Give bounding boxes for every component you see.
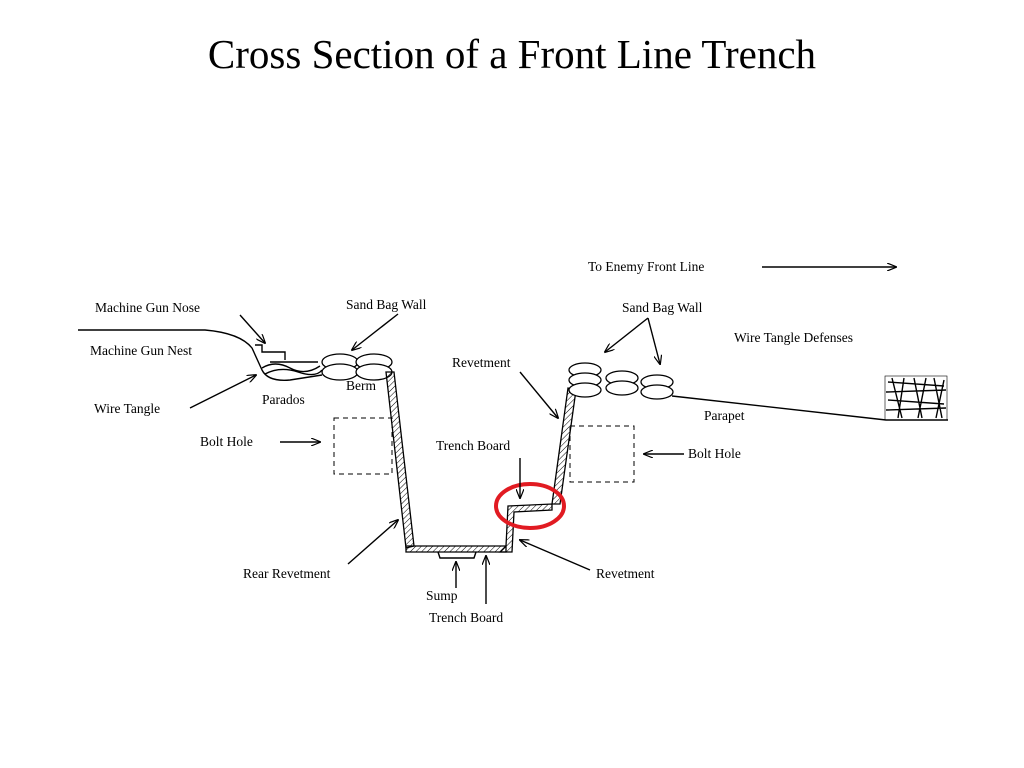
label-sand-bag-wall-left: Sand Bag Wall <box>346 297 427 312</box>
label-wire-defenses: Wire Tangle Defenses <box>734 330 853 345</box>
label-revetment-top: Revetment <box>452 355 511 370</box>
label-sand-bag-wall-right: Sand Bag Wall <box>622 300 703 315</box>
arrow-wire-tangle <box>189 375 256 409</box>
arrow-revetment-top <box>519 371 558 418</box>
wire-tangle-left <box>261 361 323 376</box>
arrow-sand-bag-right-1 <box>605 317 649 352</box>
front-revetment-wall <box>551 387 577 505</box>
label-wire-tangle: Wire Tangle <box>94 401 160 416</box>
label-trench-board-top: Trench Board <box>436 438 510 453</box>
highlight-circle <box>494 482 566 530</box>
slide-title: Cross Section of a Front Line Trench <box>207 31 817 77</box>
sand-bags-left <box>321 353 393 381</box>
arrow-mg-nose <box>239 314 265 343</box>
label-trench-board-bottom: Trench Board <box>429 610 503 625</box>
label-sump: Sump <box>426 588 458 603</box>
label-mg-nose: Machine Gun Nose <box>95 300 200 315</box>
wire-tangle-defenses <box>884 375 948 421</box>
arrow-revetment-bottom <box>520 540 591 571</box>
label-bolt-hole-right: Bolt Hole <box>688 446 741 461</box>
label-parados: Parados <box>262 392 305 407</box>
label-bolt-hole-left: Bolt Hole <box>200 434 253 449</box>
label-to-enemy: To Enemy Front Line <box>588 259 704 274</box>
label-berm: Berm <box>346 378 376 393</box>
sump <box>437 551 477 559</box>
machine-gun-nest <box>255 344 286 360</box>
arrow-sand-bag-left <box>352 313 399 350</box>
rear-ground-line <box>78 329 323 381</box>
rear-revetment-wall <box>385 371 415 549</box>
trench-floor <box>405 545 507 553</box>
label-parapet: Parapet <box>704 408 745 423</box>
bolt-hole-left <box>333 417 393 475</box>
arrow-sand-bag-right-2 <box>647 317 660 364</box>
label-rear-revetment: Rear Revetment <box>243 566 331 581</box>
sand-bags-right <box>568 362 674 400</box>
label-mg-nest: Machine Gun Nest <box>90 343 192 358</box>
arrow-rear-revetment <box>347 520 398 565</box>
bolt-hole-right <box>569 425 635 483</box>
label-revetment-bottom: Revetment <box>596 566 655 581</box>
fire-step <box>498 503 553 553</box>
